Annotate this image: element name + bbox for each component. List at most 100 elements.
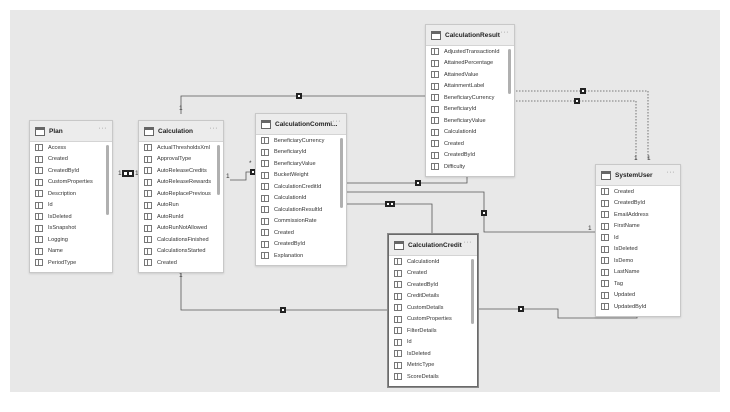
field-item[interactable]: CreatedById [30, 165, 112, 177]
more-options-icon[interactable]: ··· [332, 118, 341, 125]
field-item[interactable]: Name [30, 246, 112, 258]
field-item[interactable]: CalculationId [389, 256, 477, 268]
field-item[interactable]: AutoRun [139, 200, 223, 212]
field-item[interactable]: MetricType [389, 360, 477, 372]
table-header[interactable]: Calculation ··· [139, 121, 223, 142]
field-item[interactable]: Created [389, 268, 477, 280]
field-item[interactable]: Explanation [256, 250, 346, 262]
more-options-icon[interactable]: ··· [500, 29, 509, 36]
model-canvas[interactable]: 1 1 1 * 1 1 1 1 1 1 1 1 Plan ··· Access … [10, 10, 720, 392]
field-item[interactable]: CalculationId [256, 193, 346, 205]
table-calculation-commission[interactable]: CalculationCommi... ··· BeneficiaryCurre… [255, 113, 347, 266]
field-item[interactable]: AttainedValue [426, 69, 514, 81]
field-item[interactable]: BeneficiaryValue [426, 115, 514, 127]
card-result-user-a: 1 [634, 155, 638, 162]
scrollbar[interactable] [340, 138, 343, 208]
field-list[interactable]: BeneficiaryCurrency BeneficiaryId Benefi… [256, 135, 346, 265]
field-item[interactable]: CustomDetails [389, 302, 477, 314]
field-icon [261, 137, 269, 145]
field-item[interactable]: PeriodType [30, 257, 112, 269]
field-item[interactable]: Logging [30, 234, 112, 246]
field-item[interactable]: AutoReleaseRewards [139, 177, 223, 189]
field-item[interactable]: UpdatedById [596, 301, 680, 313]
field-item[interactable]: IsSnapshot [30, 223, 112, 235]
field-item[interactable]: IsDeleted [389, 348, 477, 360]
field-item[interactable]: Tag [596, 278, 680, 290]
field-item[interactable]: BeneficiaryCurrency [256, 135, 346, 147]
field-item[interactable]: CustomProperties [389, 314, 477, 326]
table-calculation-result[interactable]: CalculationResult ··· AdjustedTransactio… [425, 24, 515, 177]
table-calculation[interactable]: Calculation ··· ActualThresholdsXml Appr… [138, 120, 224, 273]
field-item[interactable]: IsDemo [596, 255, 680, 267]
field-item[interactable]: Created [426, 138, 514, 150]
table-header[interactable]: CalculationCommi... ··· [256, 114, 346, 135]
field-item[interactable]: FilterDetails [389, 325, 477, 337]
field-list[interactable]: Access Created CreatedById CustomPropert… [30, 142, 112, 272]
more-options-icon[interactable]: ··· [209, 125, 218, 132]
table-calculation-credit[interactable]: CalculationCredit ··· CalculationId Crea… [388, 234, 478, 387]
field-item[interactable]: AdjustedTransactionId [426, 46, 514, 58]
field-list[interactable]: ActualThresholdsXml ApprovalType AutoRel… [139, 142, 223, 272]
more-options-icon[interactable]: ··· [463, 239, 472, 246]
field-item[interactable]: CreditDetails [389, 291, 477, 303]
field-item[interactable]: AutoReleaseCredits [139, 165, 223, 177]
scrollbar[interactable] [508, 49, 511, 94]
field-item[interactable]: CreatedById [389, 279, 477, 291]
field-item[interactable]: Id [389, 337, 477, 349]
field-item[interactable]: Access [30, 142, 112, 154]
field-item[interactable]: IsDeleted [30, 211, 112, 223]
field-item[interactable]: IsDeleted [596, 244, 680, 256]
table-plan[interactable]: Plan ··· Access Created CreatedById Cust… [29, 120, 113, 273]
field-item[interactable]: BeneficiaryId [426, 104, 514, 116]
field-item[interactable]: LastName [596, 267, 680, 279]
field-item[interactable]: Description [30, 188, 112, 200]
scrollbar[interactable] [471, 259, 474, 324]
more-options-icon[interactable]: ··· [666, 169, 675, 176]
table-header[interactable]: CalculationResult ··· [426, 25, 514, 46]
field-item[interactable]: BeneficiaryId [256, 147, 346, 159]
more-options-icon[interactable]: ··· [98, 125, 107, 132]
field-item[interactable]: Created [30, 154, 112, 166]
field-item[interactable]: EmailAddress [596, 209, 680, 221]
field-item[interactable]: AutoRunNotAllowed [139, 223, 223, 235]
field-list[interactable]: AdjustedTransactionId AttainedPercentage… [426, 46, 514, 176]
field-item[interactable]: CreatedById [256, 239, 346, 251]
table-header[interactable]: Plan ··· [30, 121, 112, 142]
field-item[interactable]: ActualThresholdsXml [139, 142, 223, 154]
field-list[interactable]: CalculationId Created CreatedById Credit… [389, 256, 477, 386]
field-item[interactable]: CreatedById [596, 198, 680, 210]
field-item[interactable]: FirstName [596, 221, 680, 233]
field-item[interactable]: CalculationResultId [256, 204, 346, 216]
field-item[interactable]: BucketWeight [256, 170, 346, 182]
field-item[interactable]: Difficulty [426, 161, 514, 173]
field-item[interactable]: CustomProperties [30, 177, 112, 189]
field-item[interactable]: Created [596, 186, 680, 198]
field-item[interactable]: Updated [596, 290, 680, 302]
scrollbar[interactable] [217, 145, 220, 195]
field-item[interactable]: Created [256, 227, 346, 239]
field-item[interactable]: BeneficiaryValue [256, 158, 346, 170]
table-header[interactable]: SystemUser ··· [596, 165, 680, 186]
field-list[interactable]: Created CreatedById EmailAddress FirstNa… [596, 186, 680, 316]
field-item[interactable]: ApprovalType [139, 154, 223, 166]
field-icon [261, 160, 269, 168]
field-item[interactable]: AutoReplacePrevious [139, 188, 223, 200]
field-item[interactable]: BeneficiaryCurrency [426, 92, 514, 104]
field-item[interactable]: CreatedById [426, 150, 514, 162]
field-item[interactable]: AutoRunId [139, 211, 223, 223]
field-item[interactable]: Id [596, 232, 680, 244]
field-item[interactable]: ScoreDetails [389, 371, 477, 383]
field-item[interactable]: AttainmentLabel [426, 81, 514, 93]
field-item[interactable]: CalculationsStarted [139, 246, 223, 258]
field-item[interactable]: CalculationId [426, 127, 514, 139]
table-header[interactable]: CalculationCredit ··· [389, 235, 477, 256]
field-item[interactable]: AttainedPercentage [426, 58, 514, 70]
field-item[interactable]: CalculationCreditId [256, 181, 346, 193]
scrollbar[interactable] [106, 145, 109, 215]
table-system-user[interactable]: SystemUser ··· Created CreatedById Email… [595, 164, 681, 317]
table-icon [261, 119, 271, 129]
field-item[interactable]: Id [30, 200, 112, 212]
field-item[interactable]: CalculationsFinished [139, 234, 223, 246]
field-item[interactable]: Created [139, 257, 223, 269]
field-item[interactable]: CommissionRate [256, 216, 346, 228]
